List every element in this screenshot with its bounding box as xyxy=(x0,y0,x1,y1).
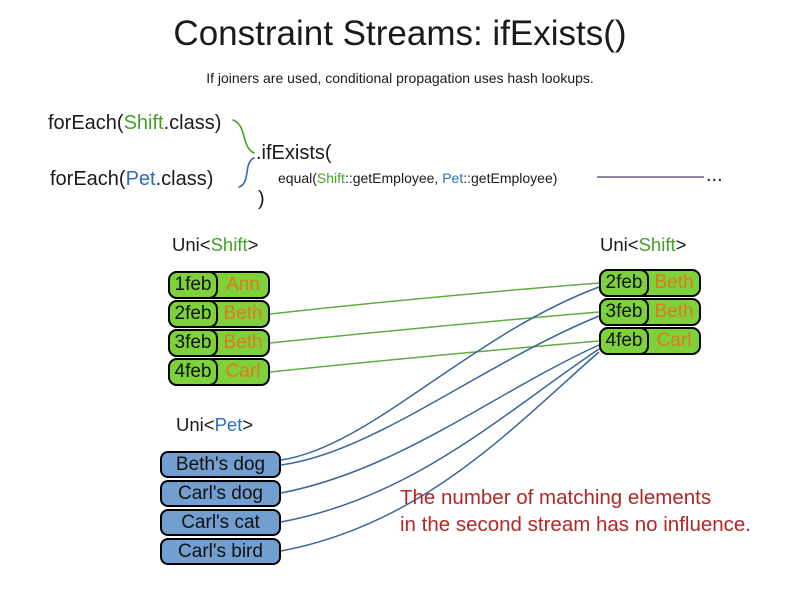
connector-bethsdog-to-3feb xyxy=(280,315,600,466)
label-text: Uni< xyxy=(176,414,215,435)
label-text: Uni< xyxy=(172,234,211,255)
code-text: .class) xyxy=(163,112,222,134)
right-shift-stream-label: Uni<Shift> xyxy=(600,234,686,256)
note-text: The number of matching elements in the s… xyxy=(400,484,751,538)
label-text: > xyxy=(242,414,254,435)
label-shift-type: Shift xyxy=(638,234,676,255)
code-text: ::getEmployee) xyxy=(463,170,558,186)
shift-name-cell: Beth xyxy=(654,301,694,322)
code-pet-class: Pet xyxy=(125,168,156,190)
note-line-2: in the second stream has no influence. xyxy=(400,513,751,536)
note-line-1: The number of matching elements xyxy=(400,486,712,509)
code-text: forEach( xyxy=(48,112,124,134)
shift-name-cell: Beth xyxy=(654,272,694,293)
pet-table: Beth's dog Carl's dog Carl's cat Carl's … xyxy=(160,451,281,567)
shift-date-cell: 2feb xyxy=(168,300,218,328)
code-text: equal( xyxy=(278,170,317,186)
shift-row: 4feb Carl xyxy=(599,327,701,355)
code-foreach-pet: forEach(Pet.class) xyxy=(50,168,213,191)
shift-date-cell: 3feb xyxy=(168,329,218,357)
shift-row: 3feb Beth xyxy=(168,329,270,357)
label-shift-type: Shift xyxy=(210,234,248,255)
right-shift-table: 2feb Beth 3feb Beth 4feb Carl xyxy=(599,269,701,356)
left-shift-table: 1feb Ann 2feb Beth 3feb Beth 4feb Carl xyxy=(168,271,270,387)
shift-name-cell: Beth xyxy=(223,303,263,324)
code-shift-ref: Shift xyxy=(316,170,345,186)
shift-name-cell: Carl xyxy=(656,330,692,351)
code-foreach-shift: forEach(Shift.class) xyxy=(48,112,221,135)
shift-row: 4feb Carl xyxy=(168,358,270,386)
shift-name-cell: Carl xyxy=(225,361,261,382)
code-text: .class) xyxy=(155,168,214,190)
code-text: forEach( xyxy=(50,168,126,190)
pet-stream-label: Uni<Pet> xyxy=(176,414,253,436)
connector-2feb-to-2feb xyxy=(269,282,600,315)
connector-carlscat-to-4feb xyxy=(280,348,600,523)
shift-row: 3feb Beth xyxy=(599,298,701,326)
code-text: ::getEmployee, xyxy=(344,170,443,186)
left-shift-stream-label: Uni<Shift> xyxy=(172,234,258,256)
pet-item: Carl's cat xyxy=(160,509,281,536)
label-text: > xyxy=(675,234,687,255)
shift-date-cell: 2feb xyxy=(599,269,649,297)
shift-date-cell: 4feb xyxy=(168,358,218,386)
code-shift-class: Shift xyxy=(123,112,164,134)
label-pet-type: Pet xyxy=(214,414,243,435)
code-close-paren: ) xyxy=(258,188,265,210)
connector-carlsdog-to-4feb xyxy=(280,344,600,494)
pet-item: Beth's dog xyxy=(160,451,281,478)
label-text: Uni< xyxy=(600,234,639,255)
pet-item: Carl's bird xyxy=(160,538,281,565)
connector-bethsdog-to-2feb xyxy=(280,286,600,461)
code-pet-ref: Pet xyxy=(442,170,464,186)
subtitle: If joiners are used, conditional propaga… xyxy=(206,70,594,86)
brace-shift-curve xyxy=(232,119,255,154)
connector-3feb-to-3feb xyxy=(269,311,600,344)
label-text: > xyxy=(247,234,259,255)
shift-row: 1feb Ann xyxy=(168,271,270,299)
shift-name-cell: Ann xyxy=(226,274,260,295)
code-ifexists-open: .ifExists( xyxy=(256,142,332,164)
page-title: Constraint Streams: ifExists() xyxy=(173,14,627,53)
shift-date-cell: 1feb xyxy=(168,271,218,299)
brace-pet-curve xyxy=(238,157,255,188)
code-ellipsis: ... xyxy=(706,164,723,186)
connector-4feb-to-4feb xyxy=(269,340,600,373)
shift-date-cell: 4feb xyxy=(599,327,649,355)
shift-row: 2feb Beth xyxy=(168,300,270,328)
shift-date-cell: 3feb xyxy=(599,298,649,326)
shift-name-cell: Beth xyxy=(223,332,263,353)
connector-carlsbird-to-4feb xyxy=(280,351,600,552)
shift-row: 2feb Beth xyxy=(599,269,701,297)
pet-item: Carl's dog xyxy=(160,480,281,507)
code-equal-joiner: equal(Shift::getEmployee, Pet::getEmploy… xyxy=(278,170,557,186)
